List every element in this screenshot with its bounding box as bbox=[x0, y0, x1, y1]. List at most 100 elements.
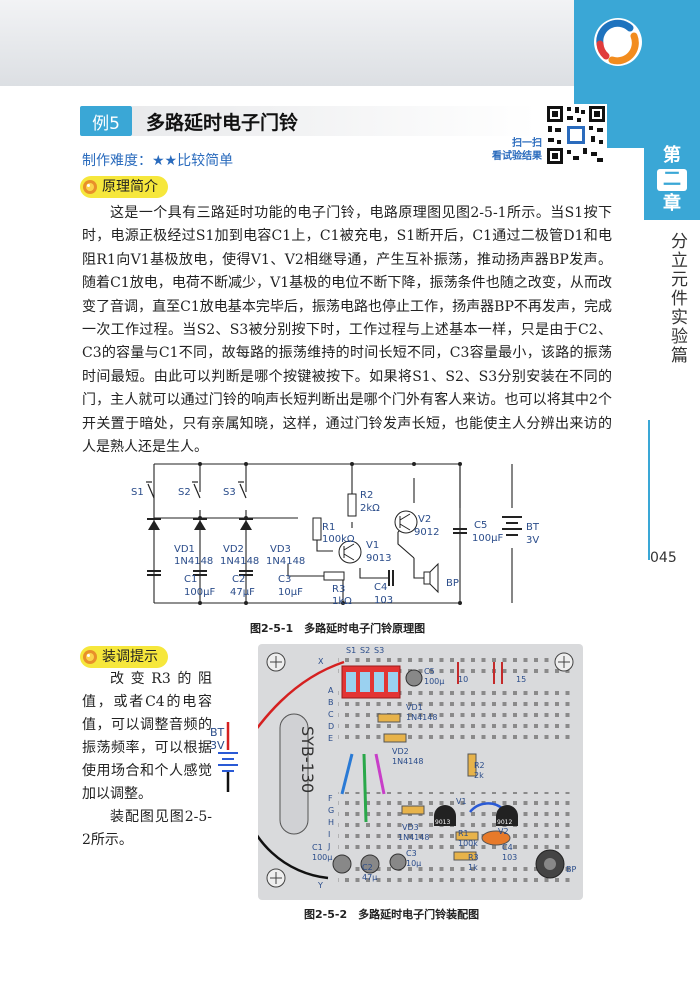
label-c5-value: 100μF bbox=[472, 533, 503, 544]
battery-icon bbox=[218, 722, 238, 792]
label-s1: S1 bbox=[131, 487, 144, 498]
label-bt-value: 3V bbox=[526, 535, 539, 546]
title-bar bbox=[132, 106, 537, 136]
page-number: 045 bbox=[650, 550, 677, 566]
v1-marking: 9013 bbox=[435, 819, 450, 826]
label-bp: BP bbox=[566, 865, 576, 874]
row-i: I bbox=[328, 830, 330, 839]
label-c5: C5 bbox=[424, 667, 435, 676]
qr-code-icon[interactable] bbox=[545, 104, 607, 166]
label-c5-value: 100μ bbox=[424, 677, 444, 686]
label-v2: V2 bbox=[418, 514, 431, 525]
bulb-icon bbox=[83, 180, 97, 194]
label-vd3-value: 1N4148 bbox=[266, 556, 305, 567]
label-c2-value: 47μF bbox=[230, 587, 255, 598]
label-s1: S1 bbox=[346, 646, 356, 655]
figure1-caption: 图2-5-1 多路延时电子门铃原理图 bbox=[250, 622, 426, 635]
label-c4: C4 bbox=[374, 582, 387, 593]
row-a: A bbox=[328, 686, 334, 695]
label-c4-value: 103 bbox=[502, 853, 517, 862]
label-vd1: VD1 bbox=[174, 544, 195, 555]
label-r3: R3 bbox=[332, 584, 345, 595]
label-c3: C3 bbox=[406, 849, 417, 858]
publisher-logo-icon bbox=[594, 18, 642, 66]
row-c: C bbox=[328, 710, 334, 719]
label-bt: BT bbox=[526, 522, 540, 533]
row-e: E bbox=[328, 734, 333, 743]
side-divider bbox=[648, 420, 650, 560]
difficulty-label: 制作难度：★★比较简单 bbox=[82, 153, 234, 169]
label-r2: R2 bbox=[474, 761, 485, 770]
label-vd2: VD2 bbox=[223, 544, 244, 555]
header-band bbox=[0, 0, 640, 86]
battery-name: BT bbox=[210, 726, 225, 739]
part-title: 分立元件实验篇 bbox=[667, 232, 687, 365]
label-c4-value: 103 bbox=[374, 595, 393, 606]
label-v1: V1 bbox=[366, 540, 379, 551]
label-vd1-value: 1N4148 bbox=[406, 713, 437, 722]
label-r2-value: 2k bbox=[474, 771, 484, 780]
label-vd3: VD3 bbox=[402, 823, 419, 832]
circuit-schematic: S1 S2 S3 VD1 1N4148 VD2 1N4148 VD3 1N414… bbox=[131, 462, 540, 607]
col-15: 15 bbox=[516, 675, 526, 684]
example-title: 多路延时电子门铃 bbox=[146, 112, 299, 134]
label-r3-value: 1kΩ bbox=[332, 596, 352, 607]
col-10: 10 bbox=[458, 675, 468, 684]
row-b: B bbox=[328, 698, 334, 707]
battery-label: BT 3V bbox=[210, 726, 225, 752]
row-g: G bbox=[328, 806, 334, 815]
label-c3-value: 10μ bbox=[406, 859, 421, 868]
label-c2: C2 bbox=[232, 574, 245, 585]
qr-note: 扫一扫 看试验结果 bbox=[480, 137, 542, 163]
label-r1: R1 bbox=[322, 522, 335, 533]
label-vd2-value: 1N4148 bbox=[220, 556, 259, 567]
label-vd1: VD1 bbox=[406, 703, 423, 712]
label-r2: R2 bbox=[360, 490, 373, 501]
row-f: F bbox=[328, 794, 333, 803]
label-c2-value: 47μ bbox=[362, 873, 377, 882]
label-r2-value: 2kΩ bbox=[360, 503, 380, 514]
v2-marking: 9012 bbox=[497, 819, 512, 826]
tuning-text: 改变R3的阻值，或者C4的电容值，可以调整音频的振荡频率，可以根据使用场合和个人… bbox=[82, 668, 212, 852]
label-s2: S2 bbox=[360, 646, 370, 655]
section-heading-tuning: 装调提示 bbox=[80, 646, 168, 668]
label-c3: C3 bbox=[278, 574, 291, 585]
label-c5: C5 bbox=[474, 520, 487, 531]
example-badge: 例5 bbox=[80, 106, 132, 136]
figure2-caption: 图2-5-2 多路延时电子门铃装配图 bbox=[304, 908, 480, 921]
label-vd2-value: 1N4148 bbox=[392, 757, 423, 766]
section-pill: 装调提示 bbox=[80, 646, 168, 668]
label-v1-value: 9013 bbox=[366, 553, 391, 564]
label-r1-value: 100k bbox=[458, 839, 478, 848]
breadboard-assembly: SYB-130 9013 9012 X Y A B C D E F G H I … bbox=[258, 644, 583, 900]
label-c3-value: 10μF bbox=[278, 587, 303, 598]
label-bp: BP bbox=[446, 578, 459, 589]
label-vd2: VD2 bbox=[392, 747, 409, 756]
label-row-x: X bbox=[318, 657, 324, 666]
chapter-label-bottom: 章 bbox=[663, 193, 681, 214]
section-pill: 原理简介 bbox=[80, 176, 168, 198]
label-vd3-value: 1N4148 bbox=[398, 833, 429, 842]
label-vd3: VD3 bbox=[270, 544, 291, 555]
label-v1: V1 bbox=[456, 797, 467, 806]
row-d: D bbox=[328, 722, 334, 731]
section-title: 装调提示 bbox=[102, 649, 158, 665]
row-j: J bbox=[327, 842, 330, 851]
qr-note-line2: 看试验结果 bbox=[492, 151, 542, 162]
label-c1: C1 bbox=[184, 574, 197, 585]
tuning-paragraph-2: 装配图见图2-5-2所示。 bbox=[82, 809, 212, 848]
board-label: SYB-130 bbox=[298, 726, 317, 793]
label-c1: C1 bbox=[312, 843, 323, 852]
label-c1-value: 100μ bbox=[312, 853, 332, 862]
label-r3-value: 1k bbox=[468, 863, 478, 872]
qr-note-line1: 扫一扫 bbox=[512, 138, 542, 149]
label-r3: R3 bbox=[468, 853, 479, 862]
label-c2: C2 bbox=[362, 863, 373, 872]
label-r1: R1 bbox=[458, 829, 469, 838]
label-r1-value: 100kΩ bbox=[322, 534, 355, 545]
label-c1-value: 100μF bbox=[184, 587, 215, 598]
label-s3: S3 bbox=[223, 487, 236, 498]
label-v2: V2 bbox=[498, 827, 509, 836]
section-title: 原理简介 bbox=[102, 179, 158, 195]
chapter-number: 二 bbox=[657, 169, 687, 191]
